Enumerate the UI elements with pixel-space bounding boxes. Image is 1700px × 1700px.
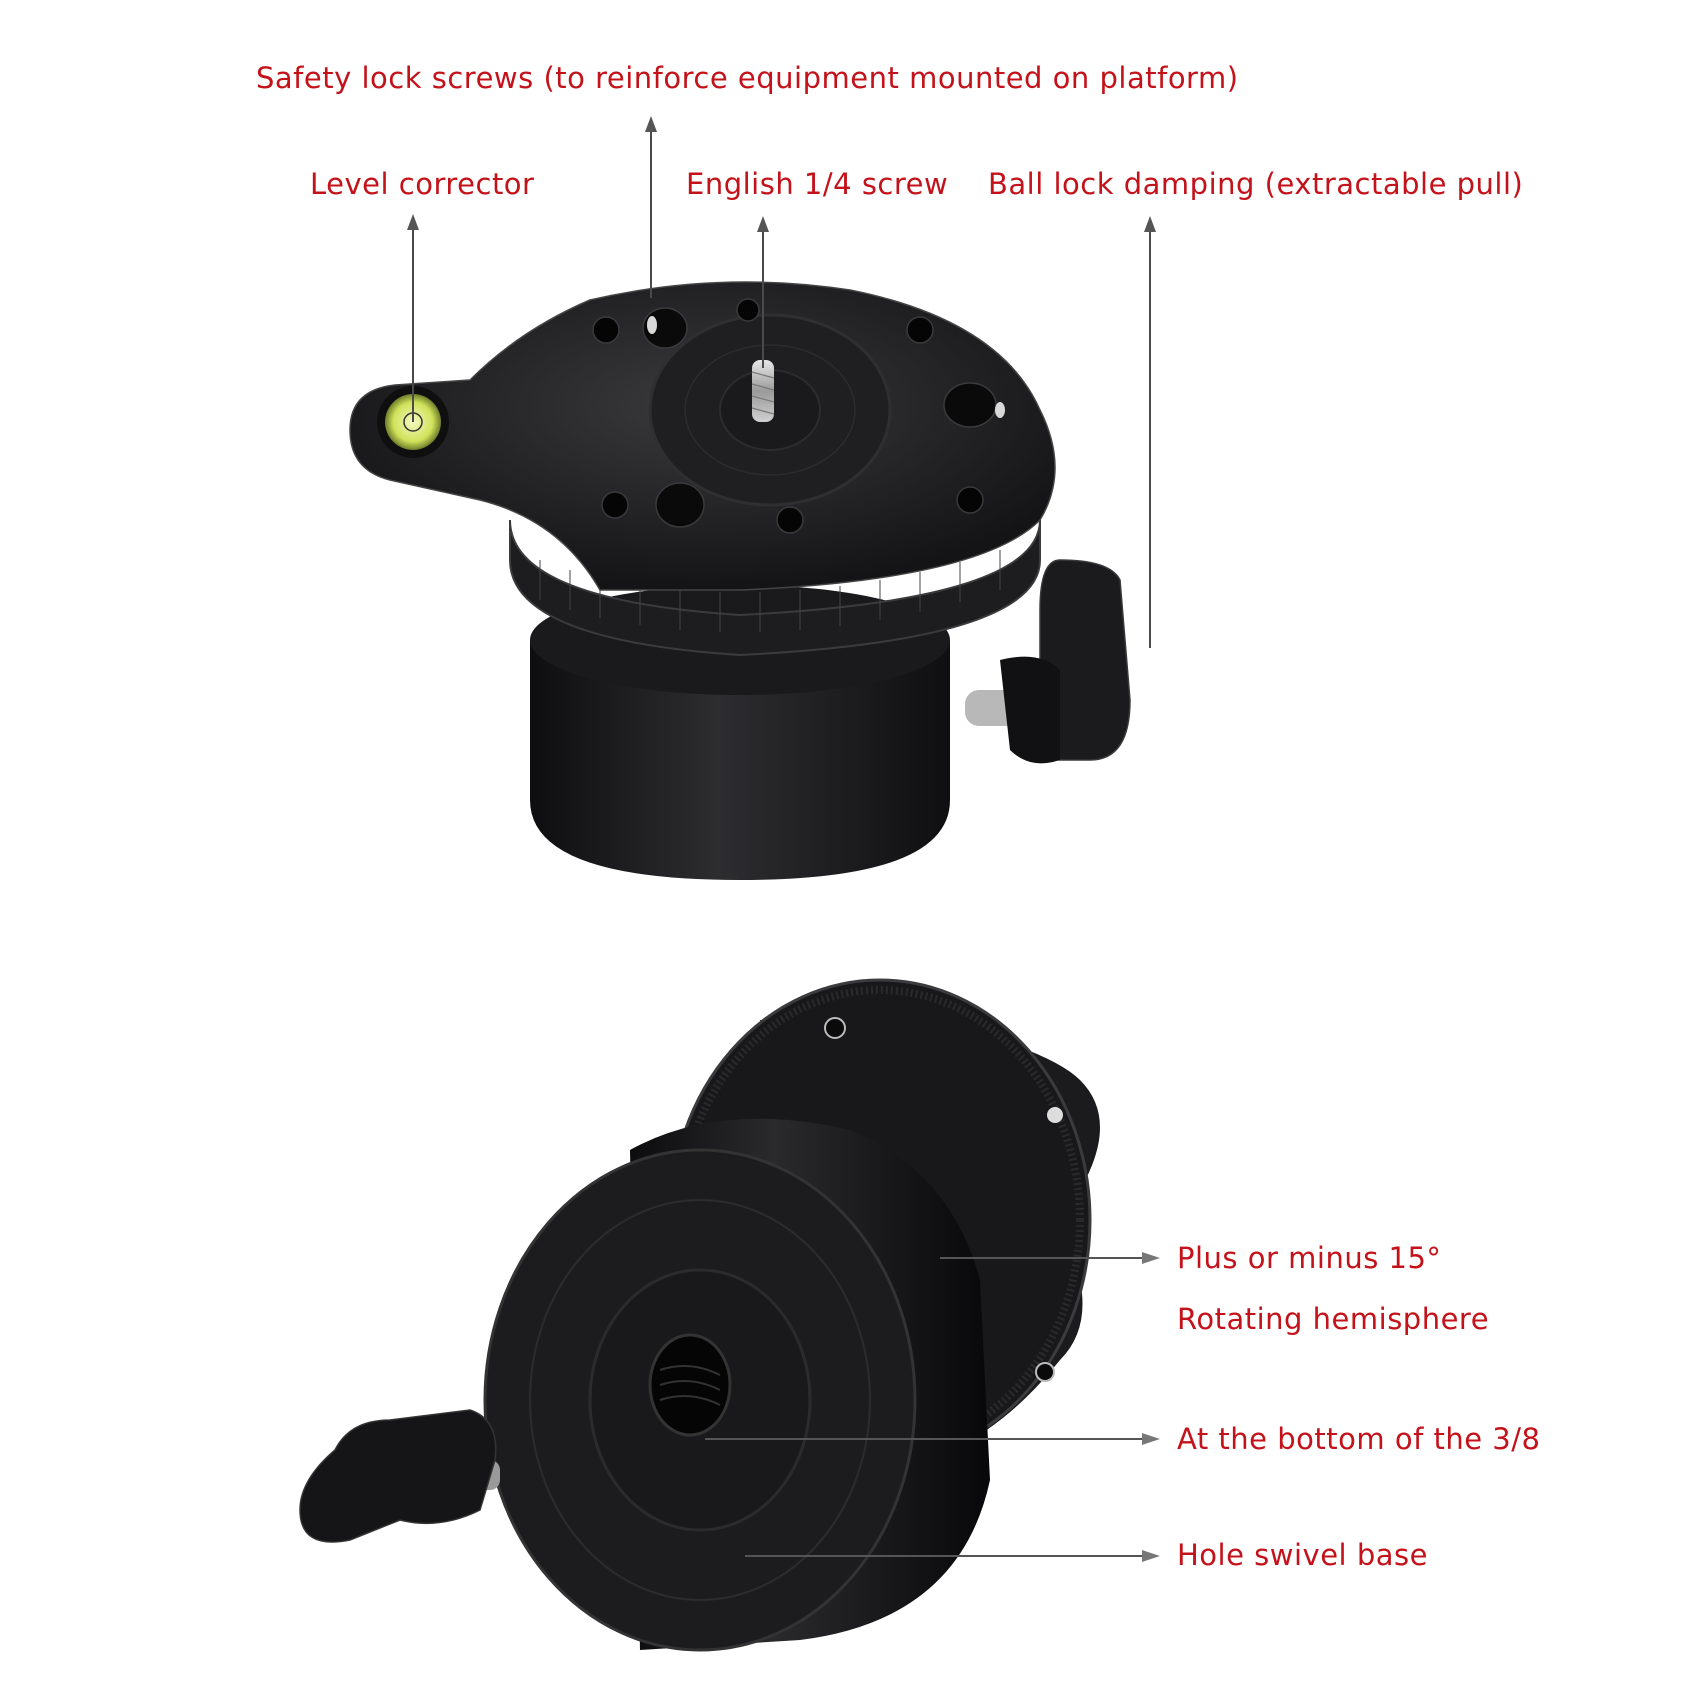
leader-line-bottom-thread [705,1438,1145,1440]
label-bottom-thread: At the bottom of the 3/8 [1177,1422,1541,1456]
label-plus-minus: Plus or minus 15° [1177,1241,1442,1275]
label-english-screw: English 1/4 screw [686,167,949,201]
label-swivel-base: Hole swivel base [1177,1538,1428,1572]
arrow-screw-icon [757,216,769,232]
label-level-corrector: Level corrector [310,167,535,201]
leader-line-hemisphere [940,1257,1145,1259]
arrow-level-icon [407,214,419,230]
label-rotating-hemisphere: Rotating hemisphere [1177,1302,1490,1336]
leader-line-screw [762,228,764,368]
arrow-bottom-thread-icon [1142,1433,1160,1445]
leader-line-damping [1149,228,1151,648]
arrow-damping-icon [1144,216,1156,232]
leader-line-level [412,226,414,422]
arrow-safety-icon [645,116,657,132]
leader-line-safety [650,128,652,298]
arrow-hemisphere-icon [1142,1252,1160,1264]
label-ball-lock-damping: Ball lock damping (extractable pull) [988,167,1524,201]
arrow-swivel-base-icon [1142,1550,1160,1562]
leader-line-swivel-base [745,1555,1145,1557]
label-safety-lock-screws: Safety lock screws (to reinforce equipme… [256,61,1239,95]
